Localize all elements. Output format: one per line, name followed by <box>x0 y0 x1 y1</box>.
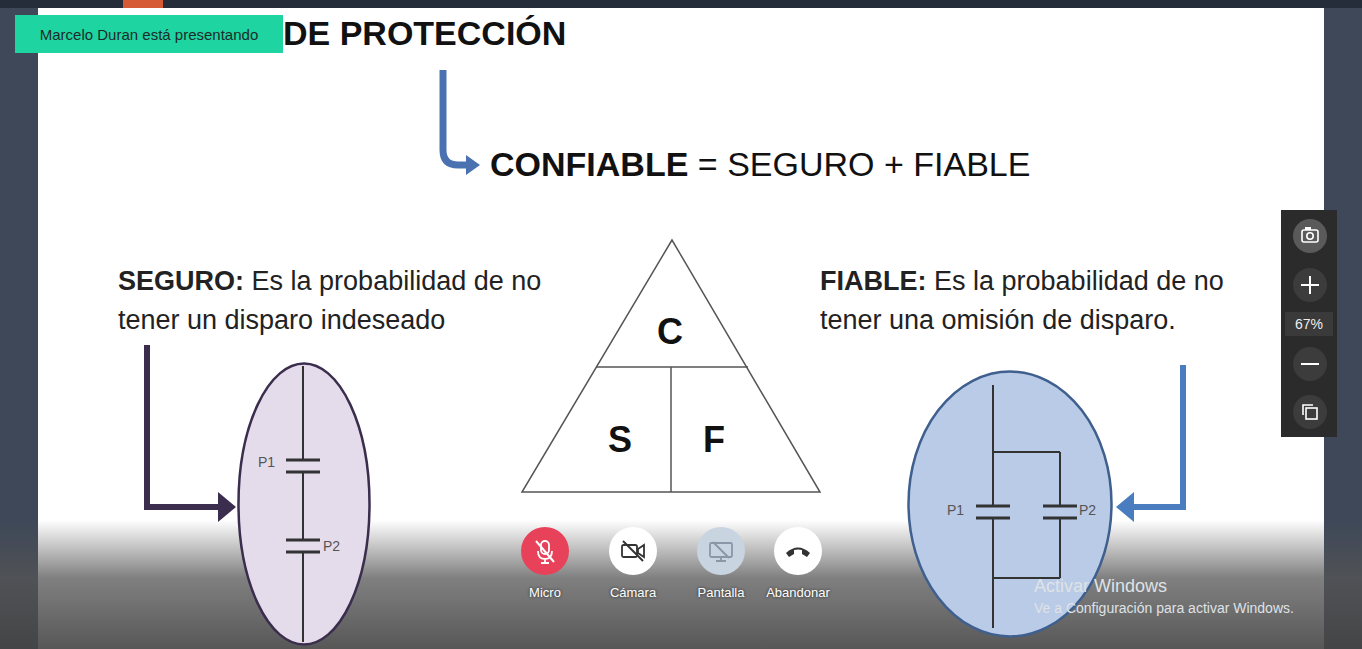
button-face <box>774 527 822 575</box>
copy-icon <box>1303 405 1313 415</box>
title-arrow-head <box>466 155 480 175</box>
button-face <box>521 527 569 575</box>
seguro-arrow-head <box>218 492 236 522</box>
top-strip <box>0 0 1362 8</box>
triangle-outline <box>522 240 820 492</box>
mute-slash <box>623 541 643 561</box>
button-label: Abandonar <box>756 585 840 600</box>
node-text: 67% <box>1295 316 1323 332</box>
wire <box>992 518 994 628</box>
mute-slash <box>536 541 554 562</box>
button-circle <box>503 527 587 577</box>
capacitor-plate <box>286 539 320 542</box>
triangle-cell: F <box>678 410 750 470</box>
button-circle <box>679 527 763 577</box>
camera-icon <box>1302 230 1318 242</box>
camera-button: Cámara <box>591 527 675 607</box>
snapshot-button <box>1293 219 1327 253</box>
fiable-arrow-head <box>1116 492 1134 522</box>
mic-button: Micro <box>503 527 587 607</box>
wire <box>1059 452 1061 506</box>
watermark-text: Ve a Configuración para activar Windows. <box>1034 598 1294 618</box>
definition-text: FIABLE:Es la probabilidad de no tener un… <box>820 262 1270 340</box>
wire <box>993 451 1060 453</box>
cell-letter: F <box>703 419 725 461</box>
camera-icon <box>638 545 644 557</box>
zoom-panel <box>1281 210 1337 437</box>
screen-icon <box>716 557 726 561</box>
term-heading: FIABLE: <box>820 266 926 296</box>
wire <box>302 472 304 540</box>
title-arrow <box>443 70 468 165</box>
cell-letter: S <box>608 419 632 461</box>
copy-button <box>1293 395 1327 429</box>
control-bar <box>0 520 1362 649</box>
triangle-divider <box>596 366 748 368</box>
watermark-text: Activar Windows <box>1034 573 1167 599</box>
button-face <box>609 527 657 575</box>
contact-label: P2 <box>1079 502 1096 518</box>
button-face <box>697 527 745 575</box>
button-icon <box>622 541 644 561</box>
plus-icon <box>1309 276 1311 294</box>
mute-slash <box>713 542 729 558</box>
node-text: Marcelo Duran está presentando <box>40 26 258 43</box>
button-label: Pantalla <box>679 585 763 600</box>
contact-label: P1 <box>947 502 964 518</box>
triangle-cell: C <box>624 303 716 361</box>
seguro-arrow <box>147 345 222 507</box>
hangup-icon <box>786 548 810 558</box>
button-icon <box>536 541 554 563</box>
zoom-out-button <box>1293 347 1327 381</box>
button-label: Micro <box>503 585 587 600</box>
capacitor-plate <box>1043 505 1077 508</box>
term-heading: SEGURO: <box>118 266 244 296</box>
parallel-ellipse: P1 P2 <box>907 370 1113 638</box>
series-ellipse: P1P2 <box>237 362 371 646</box>
definition-text: SEGURO:Es la probabilidad de no tener un… <box>118 262 578 340</box>
copy-icon <box>1306 408 1317 419</box>
minus-icon <box>1301 363 1319 365</box>
wire <box>302 366 304 460</box>
camera-icon <box>1307 233 1313 239</box>
contact-label: P1 <box>258 454 275 470</box>
term-heading: CONFIABLE <box>490 145 688 183</box>
ellipse-outline <box>237 362 371 646</box>
thumbnail-edge <box>123 0 163 8</box>
screen-button: Pantalla <box>679 527 763 607</box>
leave-button: Abandonar <box>756 527 840 607</box>
zoom-in-button <box>1293 268 1327 302</box>
button-icon <box>710 542 732 561</box>
wire <box>302 552 304 642</box>
button-circle <box>591 527 675 577</box>
presenter-banner: Marcelo Duran está presentando <box>15 15 283 53</box>
screen-icon <box>710 543 732 557</box>
capacitor-plate <box>976 505 1010 508</box>
wire <box>1059 518 1061 578</box>
contact-label: P2 <box>323 538 340 554</box>
button-circle <box>756 527 840 577</box>
cell-letter: C <box>657 311 683 353</box>
watermark-text: Activar Windows <box>1034 576 1167 596</box>
fiable-arrow <box>1130 365 1183 507</box>
button-label: Cámara <box>591 585 675 600</box>
ellipse-shape <box>909 372 1112 637</box>
button-icon <box>786 548 810 558</box>
zoom-level: 67% <box>1285 312 1333 336</box>
triangle-cell: S <box>582 410 658 470</box>
slide-title: DE PROTECCIÓN <box>283 14 566 53</box>
triangle-divider <box>670 367 672 492</box>
camera-icon <box>1305 227 1311 230</box>
equation-line: = SEGURO + FIABLE <box>698 145 1031 183</box>
wire <box>992 385 994 506</box>
watermark-text: Ve a Configuración para activar Windows. <box>1034 600 1294 616</box>
capacitor-plate <box>286 459 320 462</box>
ellipse-shape <box>239 364 370 645</box>
equation-line: CONFIABLE = SEGURO + FIABLE <box>490 140 1030 189</box>
